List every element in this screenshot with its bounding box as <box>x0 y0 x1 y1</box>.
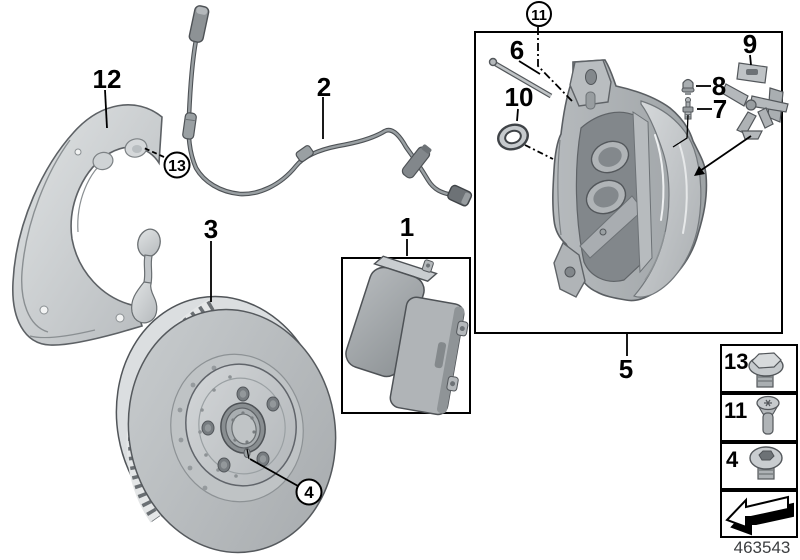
legend-row-arrow <box>720 490 798 538</box>
pads-box <box>341 257 471 414</box>
legend-label-11: 11 <box>724 398 747 423</box>
callout-11-circle <box>526 1 552 27</box>
brake-pad-outer <box>389 296 469 416</box>
callout-7: 7 <box>713 94 727 124</box>
sensor-plug-connector <box>188 5 210 43</box>
sensor-body <box>401 144 432 179</box>
doc-number: 463543 <box>734 538 791 557</box>
callout-11: 11 <box>531 7 547 24</box>
disc-dimples <box>177 365 217 491</box>
callout-4: 4 <box>304 483 314 502</box>
shield-tab <box>131 228 161 324</box>
callout-4-circle <box>295 478 323 506</box>
cable-clip <box>295 145 314 163</box>
brake-pads <box>345 255 469 416</box>
wear-sensor-cable <box>182 5 473 207</box>
sensor-end-connector <box>447 184 473 207</box>
caliper-piston-1 <box>590 140 630 174</box>
dust-cap <box>681 78 695 95</box>
callout-2: 2 <box>317 72 331 102</box>
leader-lines <box>104 27 752 487</box>
hub-bolt-holes <box>201 386 280 473</box>
hex-socket-plug-icon <box>749 446 783 480</box>
callout-6: 6 <box>510 35 524 65</box>
brake-disc <box>115 295 337 554</box>
callout-9: 9 <box>743 29 757 59</box>
callout-13: 13 <box>168 158 186 175</box>
retention-spring <box>721 62 789 140</box>
legend-row-11: 11 <box>720 393 798 442</box>
callout-5: 5 <box>619 354 633 384</box>
torx-pan-screw-icon <box>756 395 780 435</box>
cable-ferrule <box>182 112 197 140</box>
caliper-piston-2 <box>585 179 627 215</box>
dust-shield <box>12 104 163 346</box>
legend-row-4: 4 <box>720 442 798 490</box>
leader-arrowhead <box>694 166 705 176</box>
hex-flange-bolt-icon <box>748 352 784 388</box>
callout-8: 8 <box>712 71 726 101</box>
callout-13-circle <box>163 151 191 179</box>
guide-pin <box>488 57 553 99</box>
legend-label-13: 13 <box>724 349 748 374</box>
legend: 13 11 <box>720 344 798 538</box>
callout-12: 12 <box>93 64 122 94</box>
legend-row-13: 13 <box>720 344 798 393</box>
legend-label-4: 4 <box>726 447 739 472</box>
callout-10: 10 <box>505 82 534 112</box>
direction-arrow-icon <box>725 495 794 536</box>
callout-3: 3 <box>204 214 218 244</box>
callout-1: 1 <box>400 212 414 242</box>
hub-rivets <box>198 375 238 478</box>
bore-splines <box>231 411 256 444</box>
callouts: 12 2 3 1 6 10 8 7 9 5 13 4 11 <box>93 1 757 506</box>
caliper-box <box>474 31 783 334</box>
seal-ring <box>497 123 529 151</box>
brake-caliper <box>552 59 708 302</box>
